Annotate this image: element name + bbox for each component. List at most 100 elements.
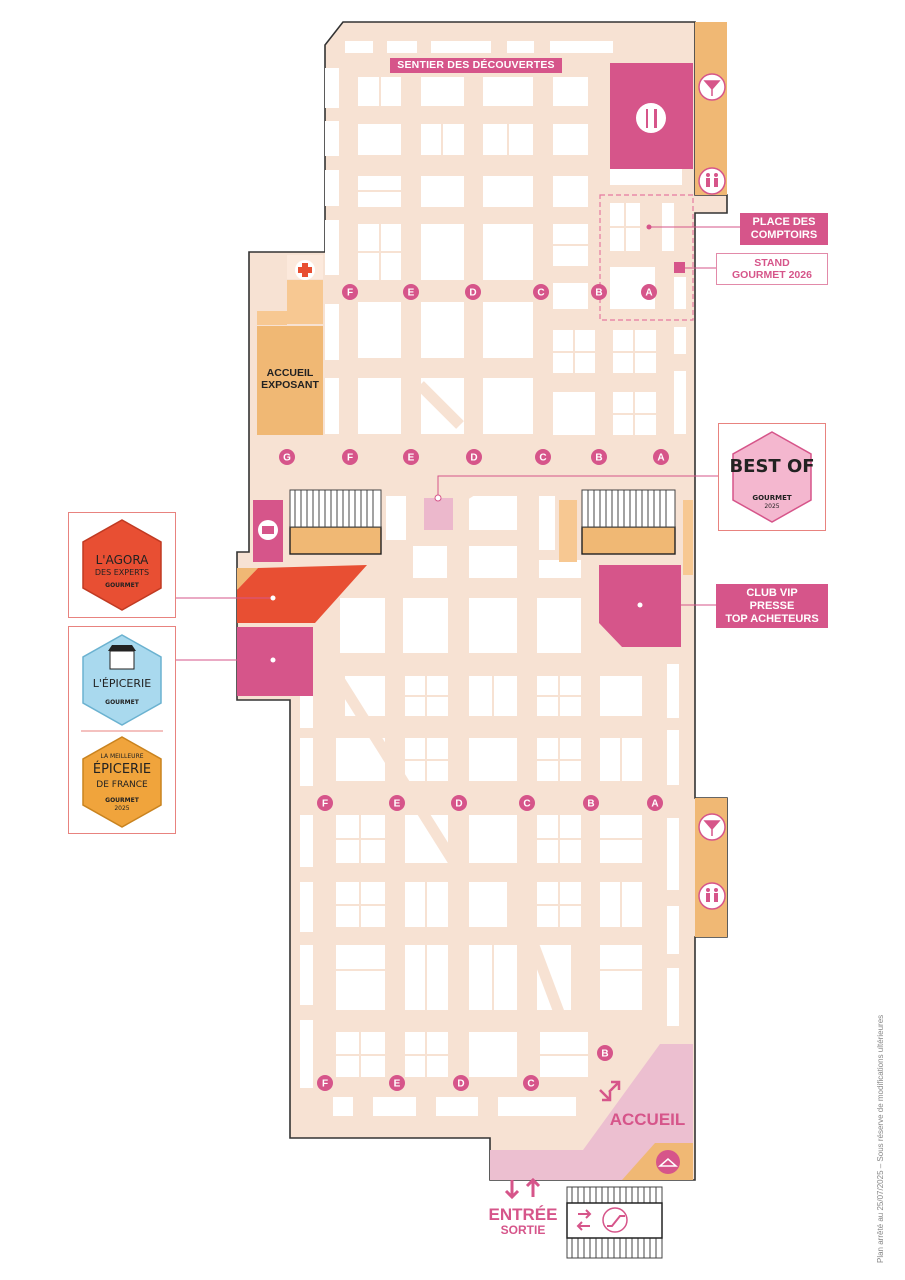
aisle-marker-f bbox=[342, 284, 358, 300]
epicerie-legend: L'ÉPICERIE GOURMET LA MEILLEURE ÉPICERIE… bbox=[68, 626, 176, 834]
aisle-marker-b bbox=[597, 1045, 613, 1061]
aisle-marker-d bbox=[465, 284, 481, 300]
aisle-marker-label: F bbox=[347, 453, 353, 464]
restaurant-icon bbox=[636, 103, 666, 133]
right-strip-top bbox=[695, 22, 727, 195]
aisle-marker-c bbox=[523, 1075, 539, 1091]
aisle-marker-b bbox=[583, 795, 599, 811]
accueil-label: ACCUEIL bbox=[609, 1110, 686, 1129]
aisle-marker-label: F bbox=[322, 1079, 328, 1090]
best-of-zone bbox=[424, 498, 453, 530]
aisle-marker-d bbox=[453, 1075, 469, 1091]
best-of-legend: BEST OF GOURMET 2025 bbox=[718, 423, 826, 531]
entry-arrows-icon bbox=[504, 1177, 541, 1200]
aisle-marker-c bbox=[533, 284, 549, 300]
club-vip-label: CLUB VIP PRESSE TOP ACHETEURS bbox=[716, 584, 828, 628]
aisle-marker-label: B bbox=[595, 288, 602, 299]
aisle-marker-a bbox=[653, 449, 669, 465]
diagonal-aisles bbox=[325, 381, 566, 1017]
aisle-marker-label: C bbox=[527, 1079, 534, 1090]
aisle-marker-e bbox=[389, 1075, 405, 1091]
aisle-marker-g bbox=[279, 449, 295, 465]
aisle-marker-b bbox=[591, 284, 607, 300]
aisle-marker-label: B bbox=[587, 799, 594, 810]
aisle-marker-d bbox=[451, 795, 467, 811]
aisle-marker-f bbox=[317, 795, 333, 811]
epicerie-hexes bbox=[81, 634, 163, 828]
aisle-marker-b bbox=[591, 449, 607, 465]
stairs-left bbox=[289, 489, 382, 528]
place-comptoirs-zone bbox=[599, 194, 694, 321]
accueil-exposant-line2: EXPOSANT bbox=[261, 379, 319, 392]
agora-legend: L'AGORA DES EXPERTS GOURMET bbox=[68, 512, 176, 618]
aisle-marker-label: G bbox=[283, 453, 291, 464]
aisle-marker-label: D bbox=[457, 1079, 464, 1090]
stand-gourmet-2026 bbox=[674, 262, 685, 273]
accueil-zone bbox=[490, 1044, 693, 1180]
bar-icon bbox=[698, 73, 726, 101]
aisle-marker-f bbox=[317, 1075, 333, 1091]
aisle-marker-label: A bbox=[651, 799, 658, 810]
restroom-icon bbox=[698, 167, 726, 195]
stand-gourmet-label: STAND GOURMET 2026 bbox=[716, 253, 828, 285]
aisle-marker-a bbox=[641, 284, 657, 300]
aisle-marker-label: A bbox=[657, 453, 664, 464]
aisle-marker-label: E bbox=[394, 1079, 401, 1090]
stand-divisions bbox=[336, 77, 656, 1077]
agora-line2: DES EXPERTS bbox=[94, 568, 150, 577]
sentier-text: SENTIER DES DÉCOUVERTES bbox=[397, 59, 555, 71]
aisle-marker-f bbox=[342, 449, 358, 465]
aisle-marker-label: D bbox=[455, 799, 462, 810]
aisle-marker-label: C bbox=[539, 453, 546, 464]
stand-gourmet-line1: STAND bbox=[754, 257, 790, 269]
agora-brand: GOURMET bbox=[105, 582, 139, 589]
footnote: Plan arrêté au 25/07/2025 – Sous réserve… bbox=[876, 1014, 885, 1263]
club-vip-line2: PRESSE bbox=[749, 599, 795, 612]
epicerie-line1: L'ÉPICERIE bbox=[92, 677, 152, 690]
aisle-marker-label: D bbox=[469, 288, 476, 299]
callout-lines bbox=[174, 226, 740, 661]
stand-gourmet-line2: GOURMET 2026 bbox=[732, 269, 812, 281]
aisle-marker-label: E bbox=[408, 288, 415, 299]
first-aid-icon bbox=[295, 260, 315, 280]
aisle-marker-label: C bbox=[523, 799, 530, 810]
aisle-marker-label: E bbox=[394, 799, 401, 810]
sentier-label: SENTIER DES DÉCOUVERTES bbox=[390, 58, 562, 73]
aisle-marker-c bbox=[535, 449, 551, 465]
best-of-hex bbox=[732, 431, 812, 523]
meilleure-line2: ÉPICERIE bbox=[92, 762, 152, 777]
aisle-marker-label: F bbox=[322, 799, 328, 810]
stairs-right bbox=[581, 489, 676, 528]
accueil-exposant-line1: ACCUEIL bbox=[266, 367, 314, 379]
aisle-marker-a bbox=[647, 795, 663, 811]
agora-hex bbox=[82, 519, 162, 611]
meilleure-line1: LA MEILLEURE bbox=[100, 753, 144, 760]
place-comptoirs-label: PLACE DES COMPTOIRS bbox=[740, 213, 828, 245]
escalator-icon bbox=[576, 1207, 628, 1233]
aisle-marker-label: B bbox=[601, 1049, 608, 1060]
accueil-exposant-label: ACCUEIL EXPOSANT bbox=[257, 367, 323, 391]
aisle-marker-e bbox=[389, 795, 405, 811]
aisle-marker-label: C bbox=[537, 288, 544, 299]
best-of-year: 2025 bbox=[764, 503, 780, 510]
place-comptoirs-line2: COMPTOIRS bbox=[750, 229, 818, 241]
agora-line1: L'AGORA bbox=[95, 553, 149, 567]
aisle-marker-label: F bbox=[347, 288, 353, 299]
best-of-brand: GOURMET bbox=[752, 494, 792, 502]
place-comptoirs-line1: PLACE DES bbox=[752, 216, 816, 228]
accueil-arrows-icon bbox=[599, 1080, 621, 1102]
club-vip-line3: TOP ACHETEURS bbox=[725, 612, 819, 625]
club-vip-line1: CLUB VIP bbox=[746, 586, 798, 599]
aisle-marker-label: E bbox=[408, 453, 415, 464]
sortie-label: SORTIE bbox=[500, 1223, 546, 1237]
epicerie-brand: GOURMET bbox=[105, 699, 139, 706]
restroom-icon bbox=[698, 882, 726, 910]
aisle-marker-e bbox=[403, 449, 419, 465]
aisle-marker-label: B bbox=[595, 453, 602, 464]
aisle-marker-label: D bbox=[470, 453, 477, 464]
aisle-marker-e bbox=[403, 284, 419, 300]
best-of-title: BEST OF bbox=[729, 456, 815, 477]
aisle-marker-c bbox=[519, 795, 535, 811]
